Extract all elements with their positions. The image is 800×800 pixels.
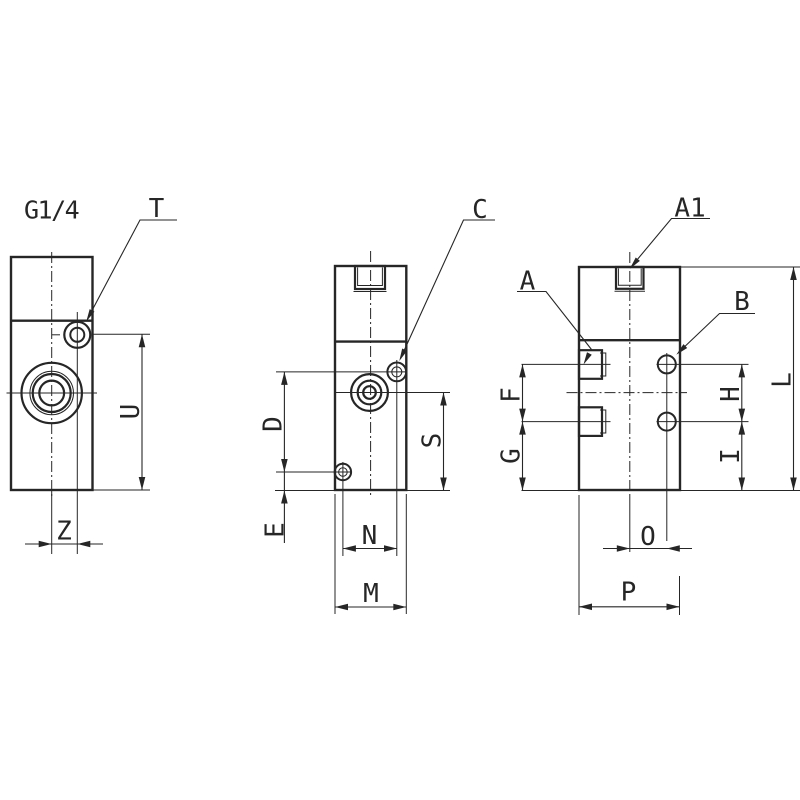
z-arrow-right bbox=[77, 540, 91, 548]
dimension-label-d: D bbox=[259, 416, 289, 432]
dimension-label-n: N bbox=[362, 521, 378, 551]
g-arrow-bottom bbox=[519, 477, 526, 491]
h-arrow-bottom bbox=[738, 408, 746, 422]
d-arrow-top bbox=[281, 371, 288, 385]
f-arrow-bottom bbox=[519, 408, 526, 422]
leader-label-c: C bbox=[472, 195, 488, 225]
middle-top-port-notch bbox=[353, 264, 387, 291]
m-arrow-left bbox=[335, 603, 348, 611]
left-view: U Z G1/4 T bbox=[6, 194, 177, 554]
dimension-label-h: H bbox=[716, 386, 746, 402]
u-arrow-top bbox=[138, 334, 146, 348]
dimension-label-m: M bbox=[363, 579, 379, 609]
n-arrow-right bbox=[384, 545, 397, 552]
dimension-label-u: U bbox=[116, 404, 146, 420]
d-arrow-bottom bbox=[281, 459, 288, 472]
left-port-thread-circle bbox=[29, 370, 74, 416]
dimension-label-f: F bbox=[497, 387, 527, 403]
p-arrow-right bbox=[666, 603, 680, 611]
b-leader-line bbox=[678, 312, 755, 353]
p-arrow-left bbox=[579, 603, 592, 611]
a-leader-line bbox=[517, 290, 592, 350]
g-arrow-top bbox=[519, 421, 526, 435]
left-port-outer-circle bbox=[20, 361, 84, 425]
u-arrow-bottom bbox=[138, 477, 146, 490]
z-arrow-left bbox=[38, 540, 52, 548]
dimension-label-s: S bbox=[418, 433, 448, 449]
leader-label-t: T bbox=[149, 194, 165, 224]
dimension-label-i: I bbox=[716, 448, 746, 464]
m-arrow-right bbox=[393, 603, 407, 611]
l-arrow-bottom bbox=[790, 477, 797, 491]
c-leader-line bbox=[399, 219, 495, 359]
s-arrow-bottom bbox=[440, 477, 447, 491]
i-arrow-top bbox=[738, 421, 746, 435]
left-port-bore-circle bbox=[38, 379, 66, 407]
s-arrow-top bbox=[440, 392, 447, 406]
dimension-label-l: L bbox=[768, 372, 798, 388]
f-arrow-top bbox=[519, 364, 526, 378]
l-arrow-top bbox=[790, 267, 797, 280]
dimension-label-e: E bbox=[261, 522, 291, 538]
left-port-counterbore-circle bbox=[31, 372, 72, 414]
a1-leader-line bbox=[631, 217, 710, 267]
middle-view: D E S N M C bbox=[259, 195, 495, 614]
dimension-label-p: P bbox=[621, 578, 637, 608]
h-arrow-top bbox=[738, 364, 746, 378]
i-arrow-bottom bbox=[738, 477, 746, 491]
t-leader-line bbox=[87, 219, 177, 320]
n-arrow-left bbox=[342, 545, 356, 552]
a-leader-arrow bbox=[581, 352, 592, 366]
dimension-label-g: G bbox=[497, 448, 527, 464]
right-view: F G H I L O P A B A1 bbox=[497, 194, 800, 615]
dimension-label-z: Z bbox=[56, 517, 72, 547]
middle-top-port-thread-lines bbox=[357, 267, 383, 286]
leader-label-a: A bbox=[520, 267, 536, 297]
o-arrow-right bbox=[666, 545, 680, 552]
dimension-label-o: O bbox=[640, 522, 656, 552]
thread-size-label: G1/4 bbox=[24, 196, 79, 225]
leader-label-b: B bbox=[734, 287, 750, 317]
e-arrow-bottom bbox=[281, 490, 288, 504]
o-arrow-left bbox=[616, 545, 630, 552]
